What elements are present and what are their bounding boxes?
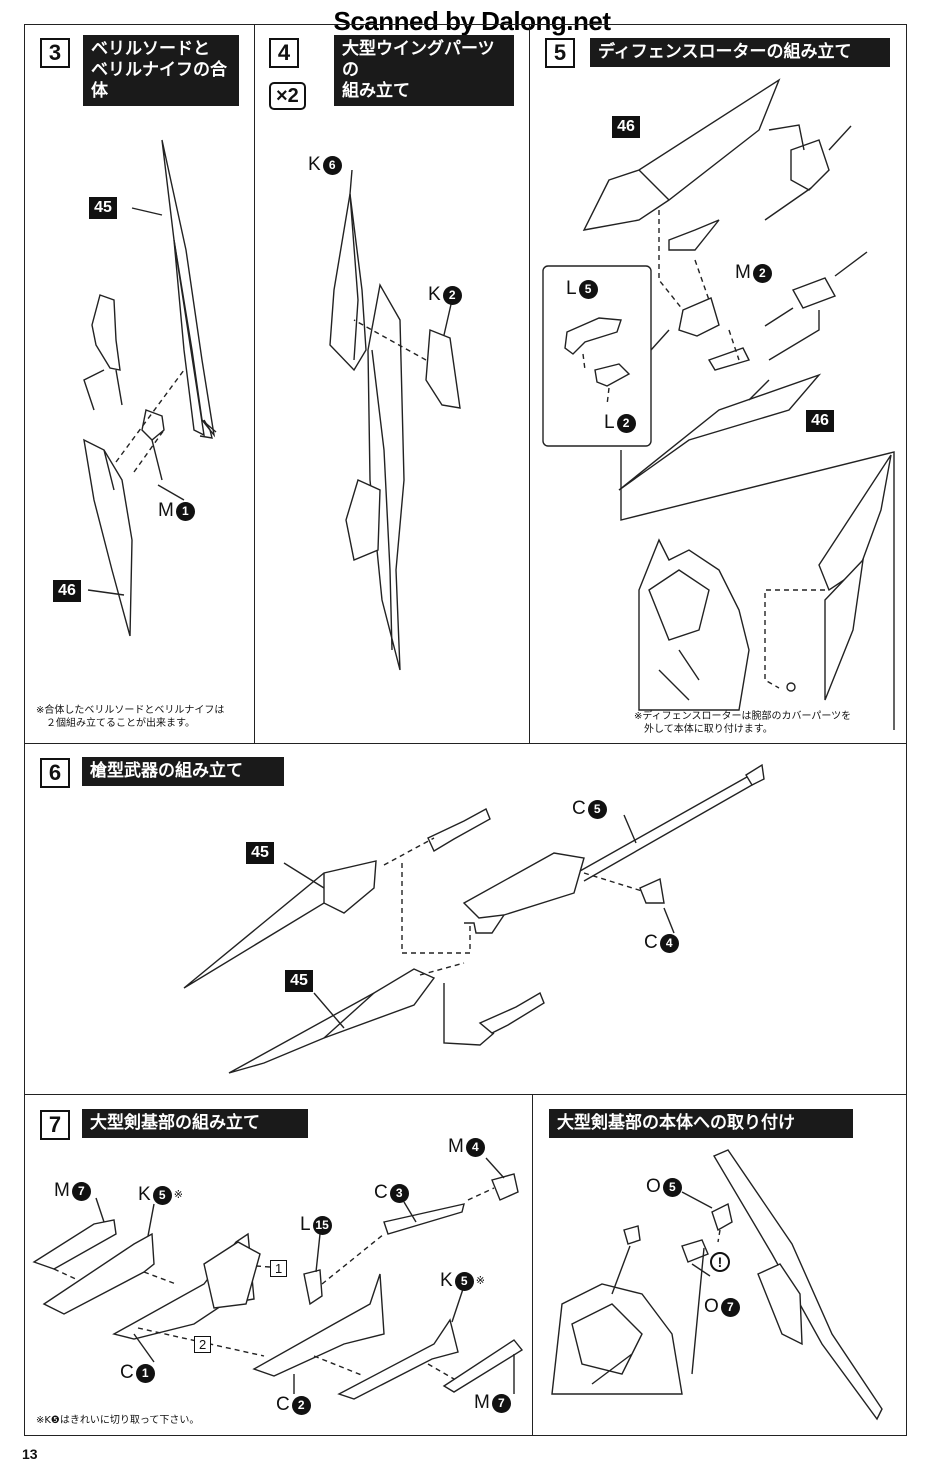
step-3-title: ベリルソードとベリルナイフの合体 [83, 35, 239, 106]
step-4-multiplier: ×2 [269, 82, 306, 110]
step-6-number: 6 [40, 758, 70, 788]
step-5-title: ディフェンスローターの組み立て [590, 38, 890, 67]
attach-diagram [551, 1149, 883, 1421]
step-7-title: 大型剣基部の組み立て [82, 1109, 308, 1138]
step-7-number: 7 [40, 1110, 70, 1140]
caution-icon: ! [710, 1252, 730, 1272]
step-4-wing-diagram [329, 169, 461, 671]
step-7-note: ※K❺はきれいに切り取って下さい。 [36, 1415, 200, 1426]
part-label-45: 45 [89, 197, 117, 219]
step-3-sword-diagram [83, 139, 217, 637]
step-4-title: 大型ウイングパーツの組み立て [334, 35, 514, 106]
step-5-rotor-diagram [542, 78, 895, 730]
attach-title: 大型剣基部の本体への取り付け [549, 1109, 853, 1138]
attach-panel [532, 1094, 907, 1436]
step-4-number: 4 [269, 38, 299, 68]
step-5-number: 5 [545, 38, 575, 68]
step-6-spear-diagram [183, 763, 765, 1074]
order-mark-2: 2 [194, 1336, 212, 1353]
step-7-sword-base-diagram [32, 1157, 524, 1400]
part-label-46-bottom: 46 [806, 410, 834, 432]
part-label-45-lower: 45 [285, 970, 313, 992]
watermark: Scanned by Dalong.net [333, 6, 612, 36]
step-3-number: 3 [40, 38, 70, 68]
part-label-45-upper: 45 [246, 842, 274, 864]
part-label-46-top: 46 [612, 116, 640, 138]
order-mark-1: 1 [270, 1260, 288, 1277]
part-label-46: 46 [53, 580, 81, 602]
page-number: 13 [22, 1446, 38, 1462]
step-5-note: ※ディフェンスローターは腕部のカバーパーツを外して本体に取り付けます。 [634, 711, 852, 735]
step-6-title: 槍型武器の組み立て [82, 757, 284, 786]
